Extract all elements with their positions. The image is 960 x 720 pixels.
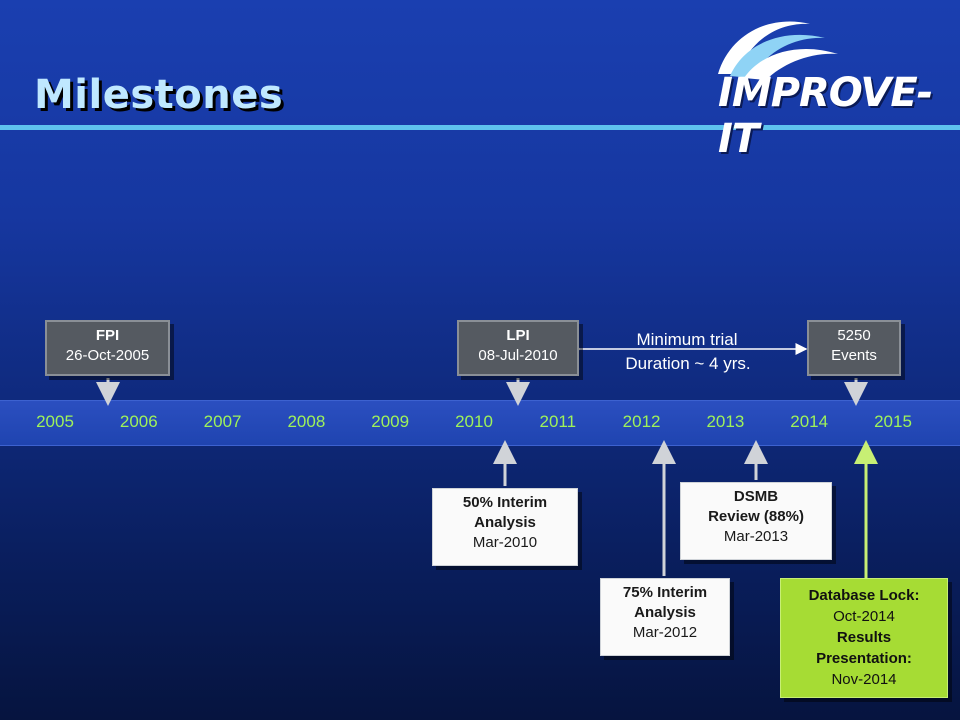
title-underline <box>0 125 960 130</box>
year-label-2005: 2005 <box>36 412 74 431</box>
year-label-2011: 2011 <box>539 412 577 431</box>
milestone-line1: Database Lock: <box>808 587 920 604</box>
milestone-line3: Presentation: <box>816 650 912 667</box>
milestone-line2: Review (88%) <box>708 508 804 525</box>
milestone-fpi: FPI 26-Oct-2005 <box>45 320 170 376</box>
year-label-2014: 2014 <box>790 412 829 431</box>
milestone-interim-50: 50% Interim Analysis Mar-2010 <box>432 488 578 566</box>
duration-note-line2: Duration ~ 4 yrs. <box>625 354 751 373</box>
milestone-date1: Oct-2014 <box>833 608 895 625</box>
duration-note-line1: Minimum trial <box>636 330 738 349</box>
improve-it-swoosh-icon <box>718 21 838 80</box>
milestone-line2: Results <box>836 629 892 646</box>
milestone-date2: Nov-2014 <box>831 671 897 688</box>
milestone-line2: Analysis <box>474 514 536 531</box>
year-label-2006: 2006 <box>119 412 158 431</box>
milestone-label: FPI <box>95 327 120 344</box>
year-label-2015: 2015 <box>874 412 912 431</box>
milestone-label: 5250 <box>837 327 871 344</box>
milestone-date: Mar-2013 <box>723 528 789 545</box>
milestone-value: 08-Jul-2010 <box>478 347 558 364</box>
year-label-2013: 2013 <box>706 412 745 431</box>
timeline-band <box>0 400 960 446</box>
year-label-2007: 2007 <box>203 412 242 431</box>
milestone-dsmb: DSMB Review (88%) Mar-2013 <box>680 482 832 560</box>
year-label-2012: 2012 <box>622 412 661 431</box>
milestone-date: Mar-2012 <box>632 624 698 641</box>
milestone-value: 26-Oct-2005 <box>65 347 150 364</box>
year-label-2009: 2009 <box>371 412 410 431</box>
year-label-2010: 2010 <box>455 412 493 431</box>
milestone-database-lock: Database Lock: Oct-2014 Results Presenta… <box>780 578 948 698</box>
milestone-interim-75: 75% Interim Analysis Mar-2012 <box>600 578 730 656</box>
milestone-line1: 75% Interim <box>622 584 708 601</box>
milestone-line2: Analysis <box>634 604 696 621</box>
milestone-line1: 50% Interim <box>462 494 548 511</box>
improve-it-logo-text: IMPROVE-IT <box>718 70 933 162</box>
page-title: Milestones <box>34 72 284 118</box>
milestone-date: Mar-2010 <box>472 534 538 551</box>
milestone-value: Events <box>831 347 877 364</box>
milestone-label: LPI <box>506 327 530 344</box>
milestone-lpi: LPI 08-Jul-2010 <box>457 320 579 376</box>
milestone-events: 5250 Events <box>807 320 901 376</box>
milestone-line1: DSMB <box>733 488 779 505</box>
year-label-2008: 2008 <box>287 412 326 431</box>
